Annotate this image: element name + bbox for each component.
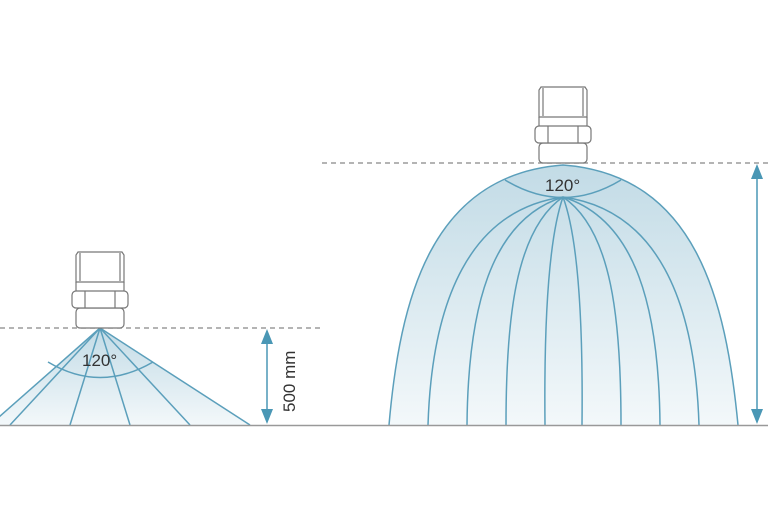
right-nozzle-icon	[534, 86, 592, 164]
height-label: 500 mm	[280, 351, 299, 412]
right-angle-label: 120°	[545, 176, 580, 195]
right-dome-spray	[388, 164, 739, 426]
right-height-arrow	[751, 164, 763, 424]
left-fan-spray	[0, 327, 251, 426]
height-arrow	[261, 329, 273, 424]
left-nozzle-icon	[71, 251, 129, 329]
left-angle-label: 120°	[82, 351, 117, 370]
